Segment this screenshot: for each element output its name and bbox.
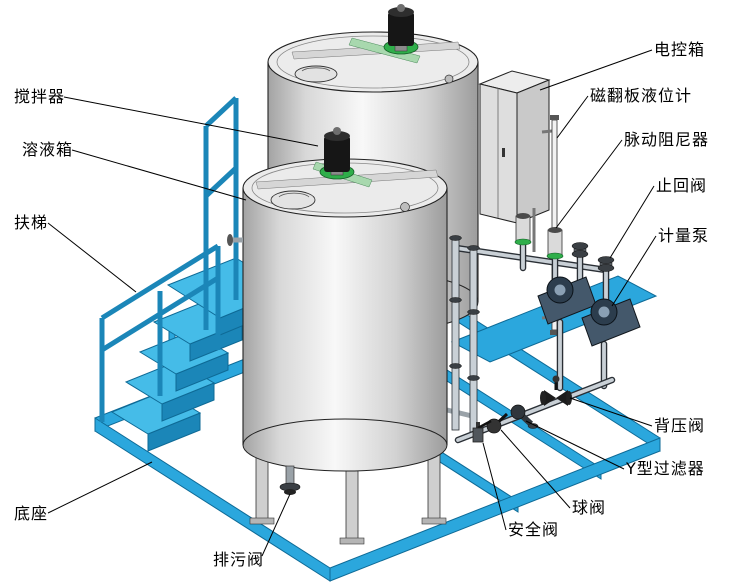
suction-pipe-2 (469, 247, 478, 433)
leader-safety-valve (482, 442, 507, 531)
callout-back-pressure-valve: 背压阀 (654, 416, 706, 435)
leader-y-strainer (525, 420, 625, 470)
pulsation-damper-2 (546, 227, 564, 260)
leader-ladder (47, 222, 137, 293)
callout-ladder: 扶梯 (14, 213, 49, 232)
metering-pump-2 (581, 298, 641, 347)
callout-safety-valve: 安全阀 (508, 520, 560, 539)
leader-back-pressure-valve (569, 397, 653, 427)
callout-y-strainer: Y型过滤器 (626, 459, 705, 478)
leader-control-box (539, 49, 653, 91)
check-valve-2 (597, 256, 615, 272)
callout-ball-valve: 球阀 (572, 498, 607, 517)
callout-solution-tank: 溶液箱 (22, 140, 74, 159)
leader-ball-valve (500, 429, 571, 509)
agitator-motor-front (319, 127, 355, 180)
leader-base (47, 461, 153, 514)
callout-control-box: 电控箱 (654, 40, 706, 59)
agitator-motor-rear (383, 4, 419, 55)
callout-base: 底座 (14, 504, 49, 523)
leader-check-valve (609, 185, 655, 259)
pulsation-damper-1 (514, 213, 532, 246)
callout-level-gauge: 磁翻板液位计 (590, 86, 693, 105)
handrail (99, 96, 239, 422)
leader-pulsation-damper (555, 139, 623, 229)
metering-pump-train (449, 213, 641, 444)
callout-pulsation-damper: 脉动阻尼器 (624, 130, 710, 149)
drain-valve (279, 465, 301, 495)
leader-metering-pump (611, 235, 657, 307)
leader-drain-valve (261, 493, 291, 557)
safety-valve (472, 419, 492, 443)
leader-solution-tank (71, 149, 247, 201)
manhole-front (270, 190, 316, 210)
callout-check-valve: 止回阀 (656, 176, 708, 195)
leader-level-gauge (556, 95, 589, 139)
solution-tank-front (227, 127, 473, 545)
metering-pump-1 (537, 276, 597, 325)
callout-drain-valve: 排污阀 (213, 550, 265, 569)
leader-agitator (63, 96, 319, 147)
suction-pipe-1 (451, 237, 460, 431)
callout-metering-pump: 计量泵 (658, 226, 710, 245)
manhole-rear (294, 65, 338, 83)
check-valve-1 (571, 242, 589, 258)
back-pressure-valve (540, 375, 572, 406)
electric-control-box (478, 70, 551, 252)
callout-agitator: 搅拌器 (14, 87, 66, 106)
callout-leader-lines (47, 49, 657, 557)
ball-valve (486, 412, 509, 434)
